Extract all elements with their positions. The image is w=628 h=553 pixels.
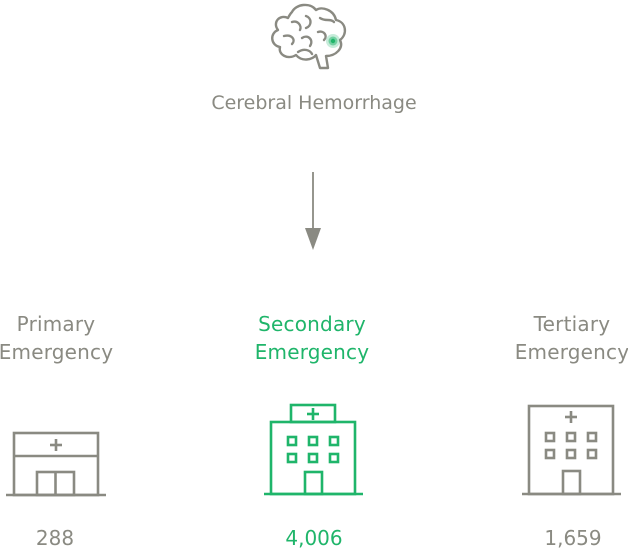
facility-tertiary-count: 1,659 xyxy=(544,526,602,550)
facility-primary-line1: Primary xyxy=(16,312,96,336)
facility-secondary-count: 4,006 xyxy=(285,526,343,550)
facility-tertiary-label: Tertiary Emergency xyxy=(508,310,628,366)
brain-icon xyxy=(271,3,347,70)
hospital-building-icon-tertiary xyxy=(522,404,621,496)
facility-secondary-line1: Secondary xyxy=(258,312,366,336)
facility-tertiary-line1: Tertiary xyxy=(533,312,611,336)
down-arrow-icon xyxy=(305,172,321,250)
facility-secondary-line2: Emergency xyxy=(254,340,370,364)
facility-primary-line2: Emergency xyxy=(0,340,114,364)
facility-primary-label: Primary Emergency xyxy=(0,310,120,366)
facility-secondary-label: Secondary Emergency xyxy=(232,310,392,366)
clinic-building-icon xyxy=(6,431,106,497)
facility-primary-count: 288 xyxy=(35,526,75,550)
hospital-building-icon-secondary xyxy=(264,403,363,496)
facility-tertiary-line2: Emergency xyxy=(514,340,628,364)
condition-label: Cerebral Hemorrhage xyxy=(211,92,417,114)
